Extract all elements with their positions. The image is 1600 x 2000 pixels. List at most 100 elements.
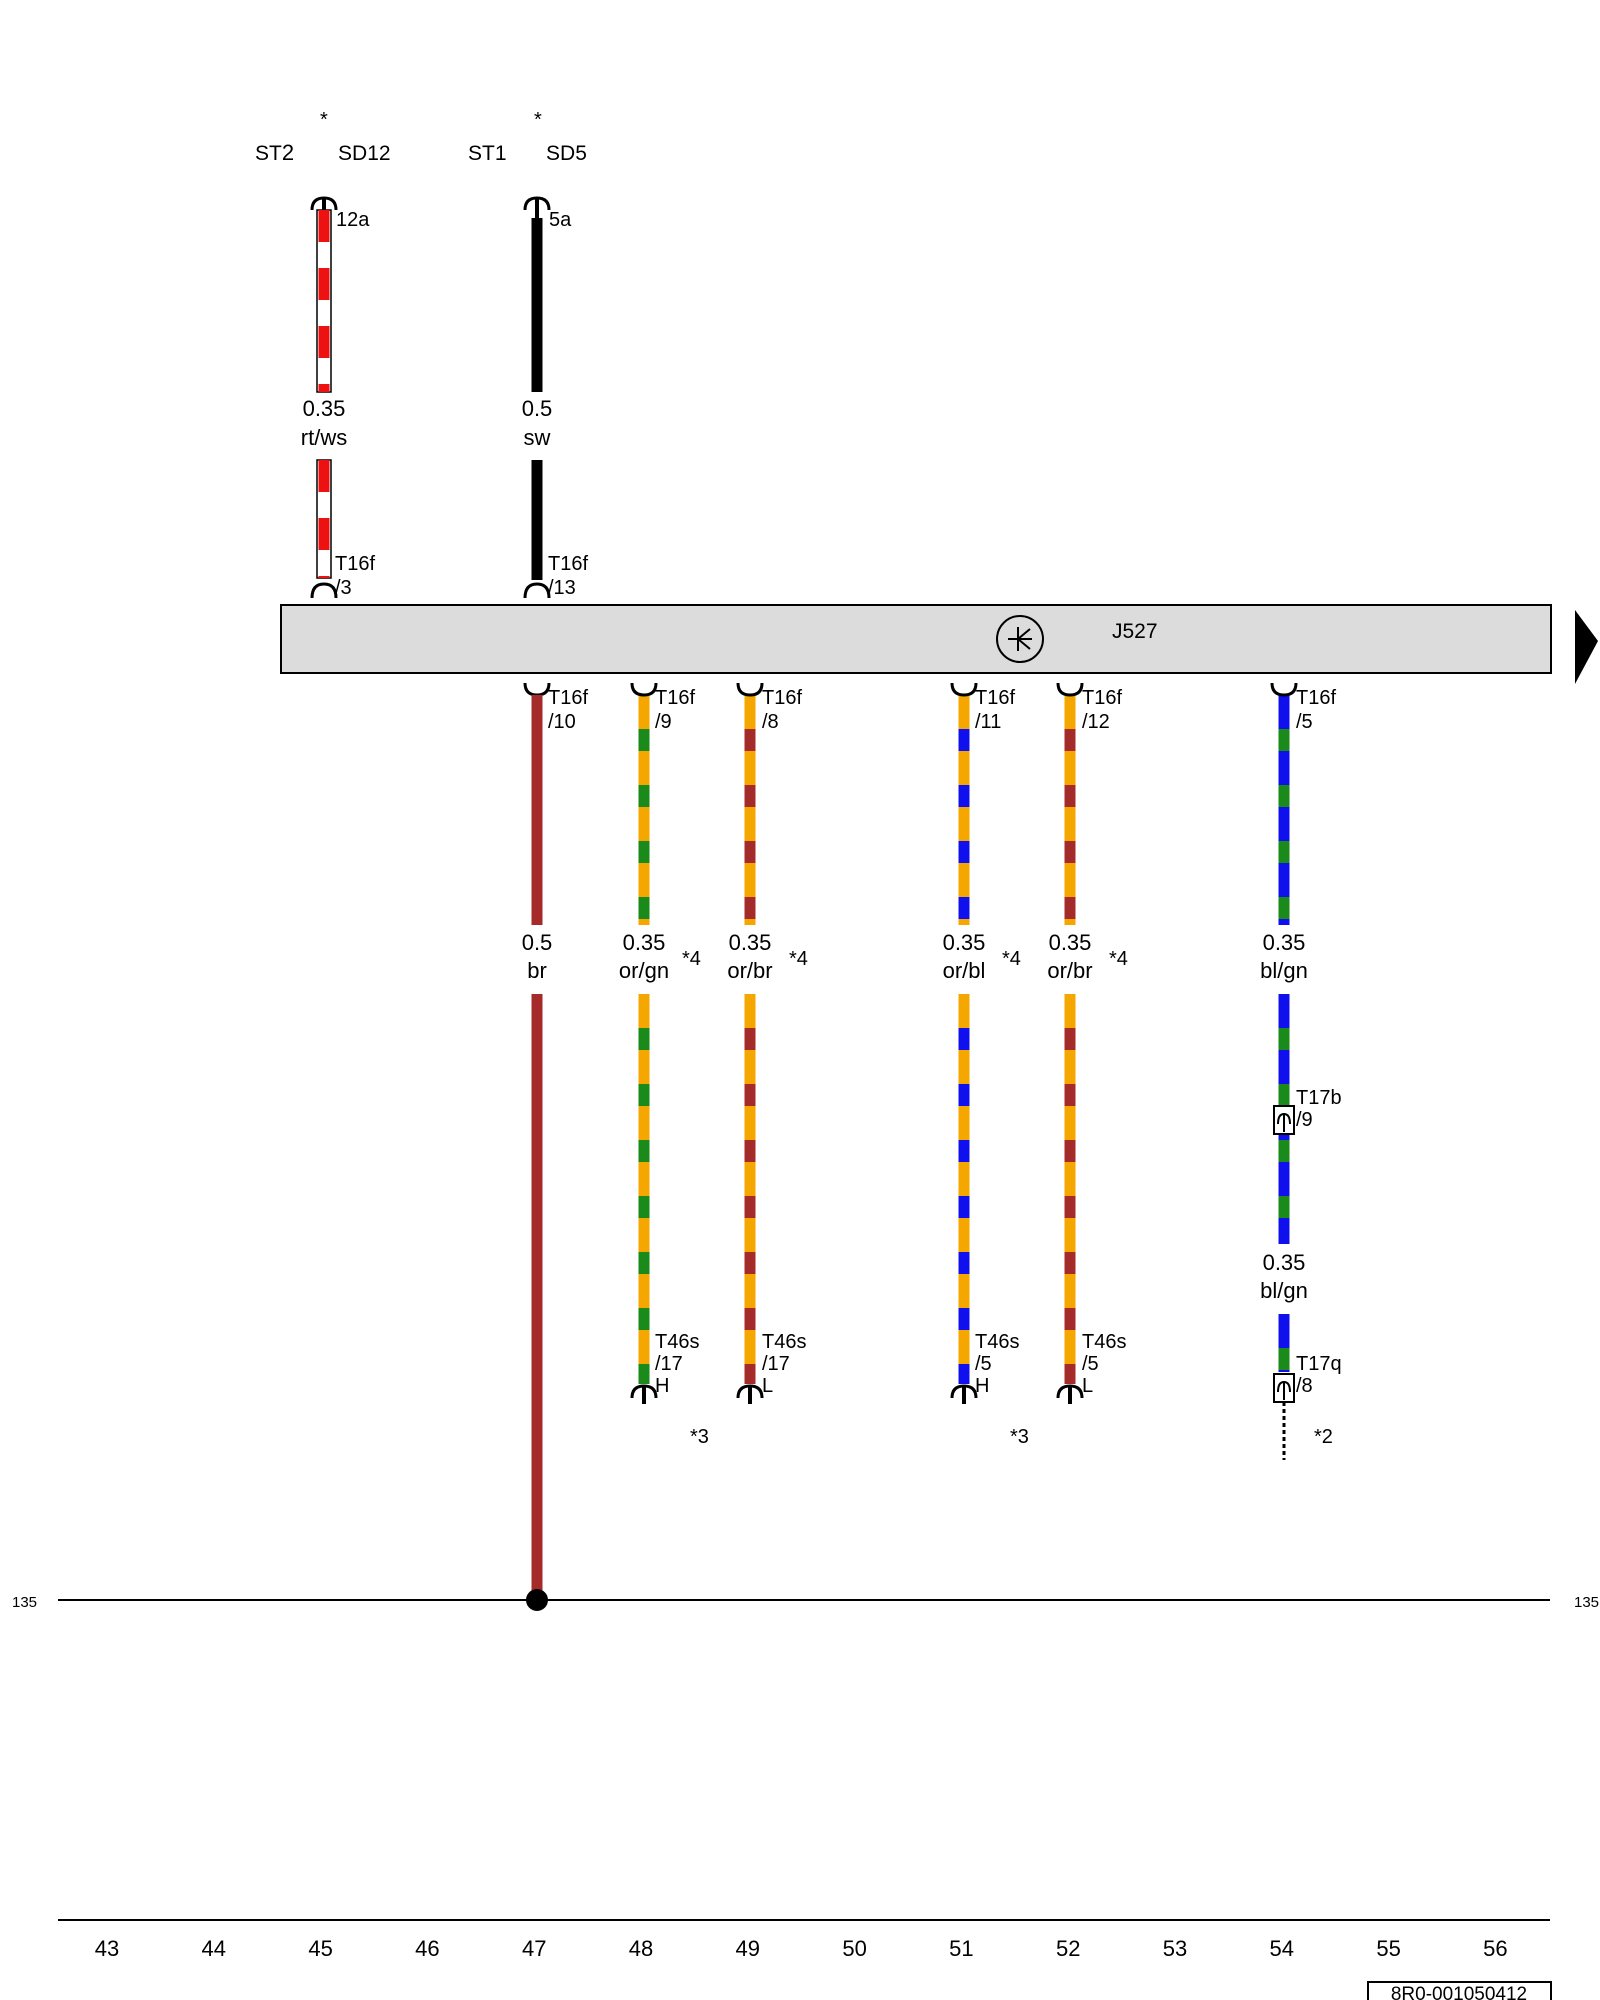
asterisk-left: * (320, 109, 328, 131)
svg-text:/12: /12 (1082, 711, 1110, 733)
wire-br: T16f /10 0.5 br (522, 682, 588, 1598)
color-rtws: rt/ws (301, 425, 347, 450)
svg-text:/9: /9 (655, 711, 672, 733)
svg-text:/11: /11 (975, 711, 1001, 733)
svg-text:H: H (655, 1375, 669, 1397)
svg-text:0.35: 0.35 (943, 930, 986, 955)
svg-text:/9: /9 (1296, 1109, 1313, 1131)
svg-text:0.35: 0.35 (1049, 930, 1092, 955)
grid-number: 50 (842, 1936, 866, 1961)
svg-text:/5: /5 (975, 1353, 992, 1375)
ground-ref-right: 135 (1574, 1594, 1599, 1611)
connector-t16f-3: T16f /3 (310, 553, 375, 599)
svg-text:T17b: T17b (1296, 1087, 1342, 1109)
footnote-3-left: *3 (690, 1426, 709, 1448)
svg-text:T46s: T46s (655, 1331, 699, 1353)
inline-connector-t17q (1273, 1373, 1295, 1460)
svg-text:L: L (1082, 1375, 1093, 1397)
svg-text:or/br: or/br (727, 958, 772, 983)
ground-line: 135 135 (12, 1589, 1599, 1611)
pin-label-5a: 5a (549, 209, 572, 231)
electronic-symbol-icon (996, 615, 1044, 663)
svg-text:*4: *4 (789, 948, 808, 970)
svg-text:T16f: T16f (762, 687, 802, 709)
pin-label-12a: 12a (336, 209, 370, 231)
component-label: J527 (1112, 620, 1158, 643)
svg-text:bl/gn: bl/gn (1260, 958, 1308, 983)
svg-text:/17: /17 (762, 1353, 790, 1375)
grid-number: 46 (415, 1936, 439, 1961)
wire-labels-orgn: T16f /9 0.35 or/gn *4 T46s /17 H (619, 687, 701, 1397)
svg-text:T16f: T16f (548, 553, 588, 575)
svg-text:T46s: T46s (1082, 1331, 1126, 1353)
svg-text:/13: /13 (548, 577, 576, 599)
svg-text:*2: *2 (1314, 1426, 1333, 1448)
label-sd5: SD5 (546, 142, 587, 165)
wire-labels-orbr-2: T16f /12 0.35 or/br *4 T46s /5 L (1047, 687, 1128, 1397)
wire-rt-ws-lower (316, 459, 332, 579)
control-module-j527: J527 (280, 604, 1598, 684)
gauge-sw: 0.5 (522, 396, 553, 421)
svg-text:T16f: T16f (1082, 687, 1122, 709)
gauge-br: 0.5 (522, 930, 553, 955)
connector-head-top (1270, 682, 1298, 697)
grid-number: 55 (1376, 1936, 1400, 1961)
connector-head-top (630, 682, 658, 697)
grid-number: 47 (522, 1936, 546, 1961)
top-labels: ST2 SD12 ST1 SD5 * * (255, 109, 587, 165)
grid-number: 48 (629, 1936, 653, 1961)
gauge-rtws: 0.35 (303, 396, 346, 421)
svg-text:/10: /10 (548, 711, 576, 733)
asterisk-right: * (534, 109, 542, 131)
connector-t16f-13: T16f /13 (523, 553, 588, 599)
svg-text:0.35: 0.35 (729, 930, 772, 955)
continuation-arrow-icon (1575, 610, 1598, 684)
grid-number: 52 (1056, 1936, 1080, 1961)
footnote-3-right: *3 (1010, 1426, 1029, 1448)
grid-number: 51 (949, 1936, 973, 1961)
connector-head-top (1056, 682, 1084, 697)
svg-text:0.35: 0.35 (623, 930, 666, 955)
svg-text:T16f: T16f (548, 687, 588, 709)
svg-text:T16f: T16f (335, 553, 375, 575)
svg-text:0.35: 0.35 (1263, 930, 1306, 955)
svg-text:/8: /8 (1296, 1375, 1313, 1397)
connector-head-top (950, 682, 978, 697)
svg-text:*4: *4 (1109, 948, 1128, 970)
svg-text:T46s: T46s (762, 1331, 806, 1353)
junction-dot (526, 1589, 548, 1611)
grid-number: 44 (202, 1936, 226, 1961)
fuse-terminal-5a: 5a (523, 196, 572, 231)
label-st2: ST2 (255, 140, 294, 165)
grid-number: 49 (736, 1936, 760, 1961)
connector-heads (630, 682, 1298, 1404)
svg-text:or/gn: or/gn (619, 958, 669, 983)
color-br: br (527, 958, 547, 983)
grid-number: 53 (1163, 1936, 1187, 1961)
svg-text:/5: /5 (1082, 1353, 1099, 1375)
svg-text:/5: /5 (1296, 711, 1313, 733)
svg-text:/17: /17 (655, 1353, 683, 1375)
svg-text:or/br: or/br (1047, 958, 1092, 983)
svg-text:/8: /8 (762, 711, 779, 733)
wire-labels-blgn: T16f /5 0.35 bl/gn T17b /9 0.35 bl/gn T1… (1260, 687, 1341, 1448)
svg-text:T16f: T16f (1296, 687, 1336, 709)
svg-text:or/bl: or/bl (943, 958, 986, 983)
wire-labels-orbr-1: T16f /8 0.35 or/br *4 T46s /17 L (727, 687, 808, 1397)
svg-text:T46s: T46s (975, 1331, 1019, 1353)
color-sw: sw (524, 425, 551, 450)
grid-number: 45 (308, 1936, 332, 1961)
svg-text:T17q: T17q (1296, 1353, 1342, 1375)
svg-text:*4: *4 (1002, 948, 1021, 970)
svg-text:T16f: T16f (975, 687, 1015, 709)
ground-ref-left: 135 (12, 1594, 37, 1611)
wire-rt-ws-upper (316, 209, 332, 393)
connector-head-top (736, 682, 764, 697)
svg-text:8R0-001050412: 8R0-001050412 (1391, 1984, 1527, 2000)
svg-text:bl/gn: bl/gn (1260, 1278, 1308, 1303)
svg-text:0.35: 0.35 (1263, 1250, 1306, 1275)
label-st1: ST1 (468, 142, 507, 165)
wire-labels-orbl: T16f /11 0.35 or/bl *4 T46s /5 H (943, 687, 1021, 1397)
